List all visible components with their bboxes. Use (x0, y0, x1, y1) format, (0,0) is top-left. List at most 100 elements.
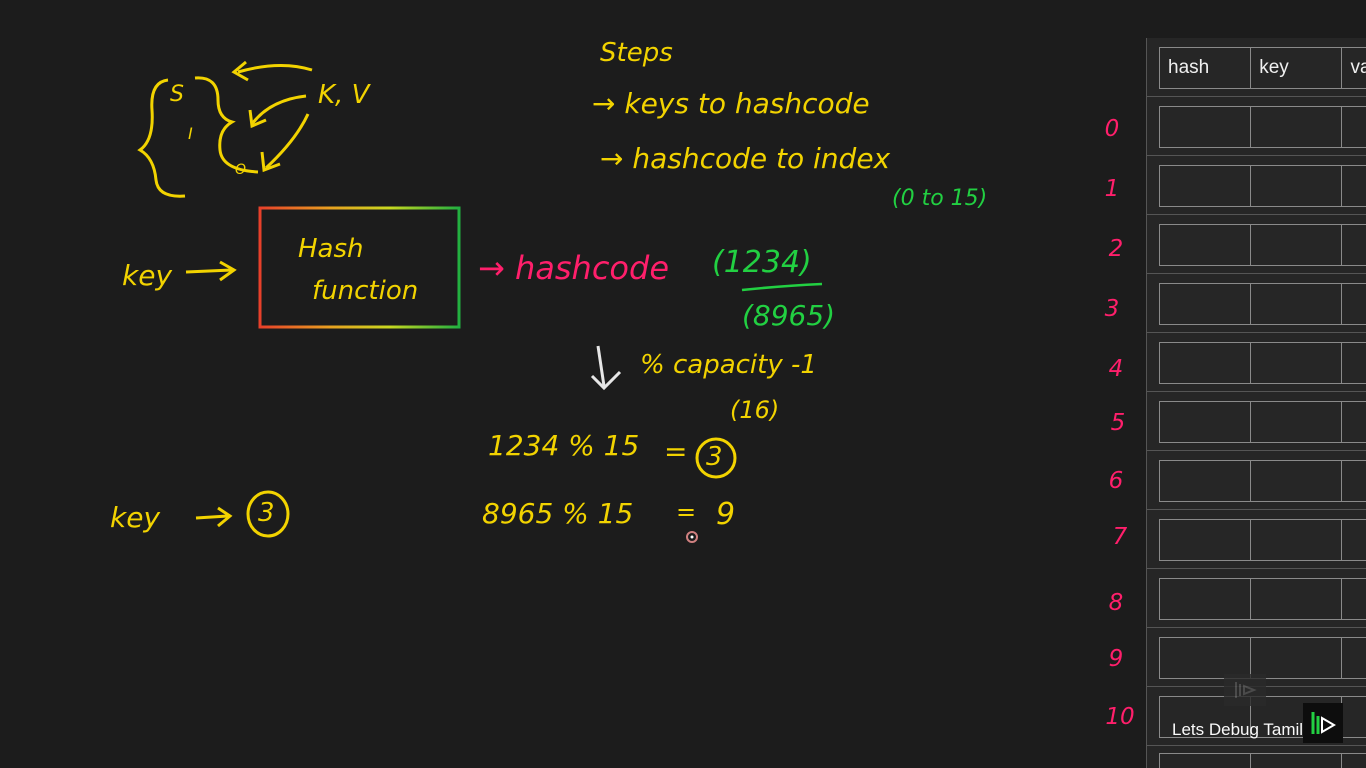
bucket-cell-key (1251, 284, 1343, 324)
calc-2-result: 9 (716, 497, 736, 532)
bucket-cell-hash (1160, 166, 1252, 206)
hashcode-label: → hashcode (478, 249, 669, 287)
bucket-cell-hash (1160, 402, 1252, 442)
bucket-row-2 (1159, 224, 1366, 266)
set-brace-icon (137, 78, 186, 198)
step-1: → keys to hashcode (592, 87, 870, 120)
bucket-cell-value (1342, 166, 1366, 206)
calc-1: 1234 % 15 (488, 429, 640, 462)
key-arrow-icon (185, 268, 233, 274)
bucket-cell-value (1342, 697, 1366, 737)
bucket-cell-value (1342, 225, 1366, 265)
bucket-row-11 (1159, 753, 1366, 768)
bucket-row-1 (1159, 165, 1366, 207)
index-9: 9 (1108, 646, 1124, 672)
set-letter-s: S (170, 82, 184, 107)
bucket-cell-hash (1160, 461, 1252, 501)
bucket-row-6 (1159, 460, 1366, 502)
bucket-cell-value (1342, 520, 1366, 560)
bucket-cell-hash (1160, 107, 1252, 147)
bucket-cell-key (1251, 402, 1343, 442)
bucket-cell-key (1251, 754, 1343, 768)
bucket-row-3 (1159, 283, 1366, 325)
bucket-row-7 (1159, 519, 1366, 561)
hashcode-value-1: (1234) (712, 245, 812, 280)
bucket-cell-key (1251, 166, 1343, 206)
bucket-cell-value (1342, 284, 1366, 324)
bucket-row-5 (1159, 401, 1366, 443)
index-5: 5 (1110, 410, 1126, 436)
bucket-cell-key (1251, 638, 1343, 678)
bucket-row-4 (1159, 342, 1366, 384)
calc-2: 8965 % 15 (482, 497, 634, 530)
bucket-cell-hash (1160, 520, 1252, 560)
header-key: key (1251, 48, 1343, 88)
channel-watermark: Lets Debug Tamil (1172, 720, 1304, 739)
kv-label: K, V (318, 80, 370, 110)
index-7: 7 (1112, 524, 1128, 550)
index-3: 3 (1104, 296, 1120, 322)
key-label: key (122, 259, 173, 292)
table-header-row: hash key va (1159, 47, 1366, 89)
kv-arrow-2-icon (250, 94, 307, 125)
bucket-cell-key (1251, 225, 1343, 265)
ghost-logo-icon (1224, 674, 1266, 706)
bucket-row-8 (1159, 578, 1366, 620)
bucket-cell-key (1251, 461, 1343, 501)
calc-1-equals: = (664, 435, 688, 468)
bucket-cell-hash (1160, 754, 1252, 768)
circle-highlight-icon (246, 490, 290, 538)
bucket-cell-hash (1160, 284, 1252, 324)
bucket-cell-value (1342, 402, 1366, 442)
calc-1-result: 3 (706, 442, 723, 472)
index-1: 1 (1104, 176, 1120, 202)
bucket-cell-key (1251, 343, 1343, 383)
capacity-label: % capacity -1 (640, 350, 817, 380)
bucket-cell-value (1342, 579, 1366, 619)
bucket-cell-key (1251, 107, 1343, 147)
header-hash: hash (1160, 48, 1252, 88)
hash-function-line-1: Hash (298, 234, 364, 264)
index-8: 8 (1108, 590, 1124, 616)
hashcode-underline (741, 282, 823, 292)
bucket-cell-key (1251, 579, 1343, 619)
range-note: (0 to 15) (892, 186, 988, 211)
header-value: va (1350, 57, 1366, 78)
bucket-row-9 (1159, 637, 1366, 679)
bucket-cell-value (1342, 638, 1366, 678)
key-result: 3 (258, 498, 275, 528)
index-6: 6 (1108, 468, 1124, 494)
pen-cursor-icon (686, 531, 698, 543)
steps-title: Steps (600, 38, 673, 68)
set-letter-i: I (188, 124, 193, 143)
index-4: 4 (1108, 356, 1124, 382)
bucket-row-0 (1159, 106, 1366, 148)
bucket-cell-hash (1160, 638, 1252, 678)
step-2: → hashcode to index (600, 142, 891, 175)
channel-logo-icon[interactable] (1303, 703, 1343, 743)
capacity-note: (16) (730, 396, 780, 424)
kv-arrow-1-icon (237, 63, 313, 74)
bucket-cell-hash (1160, 225, 1252, 265)
bucket-cell-value (1342, 343, 1366, 383)
hash-function-box (258, 206, 461, 329)
circle-highlight-icon (695, 437, 737, 479)
bucket-cell-value (1342, 754, 1366, 768)
bucket-cell-key (1251, 520, 1343, 560)
hashcode-value-2: (8965) (742, 299, 836, 332)
hash-function-line-2: function (312, 276, 419, 306)
bucket-cell-hash (1160, 343, 1252, 383)
bucket-cell-value (1342, 461, 1366, 501)
set-letter-o: O (235, 162, 247, 178)
set-brace-right-icon (194, 76, 259, 174)
index-0: 0 (1104, 116, 1120, 142)
bucket-cell-value (1342, 107, 1366, 147)
kv-arrow-3-icon (264, 113, 310, 170)
key-label-2: key (110, 501, 161, 534)
down-arrow-icon (596, 345, 606, 387)
calc-2-equals: = (676, 498, 697, 526)
bucket-cell-hash (1160, 579, 1252, 619)
index-10: 10 (1105, 704, 1135, 730)
key-result-arrow-icon (195, 514, 229, 520)
